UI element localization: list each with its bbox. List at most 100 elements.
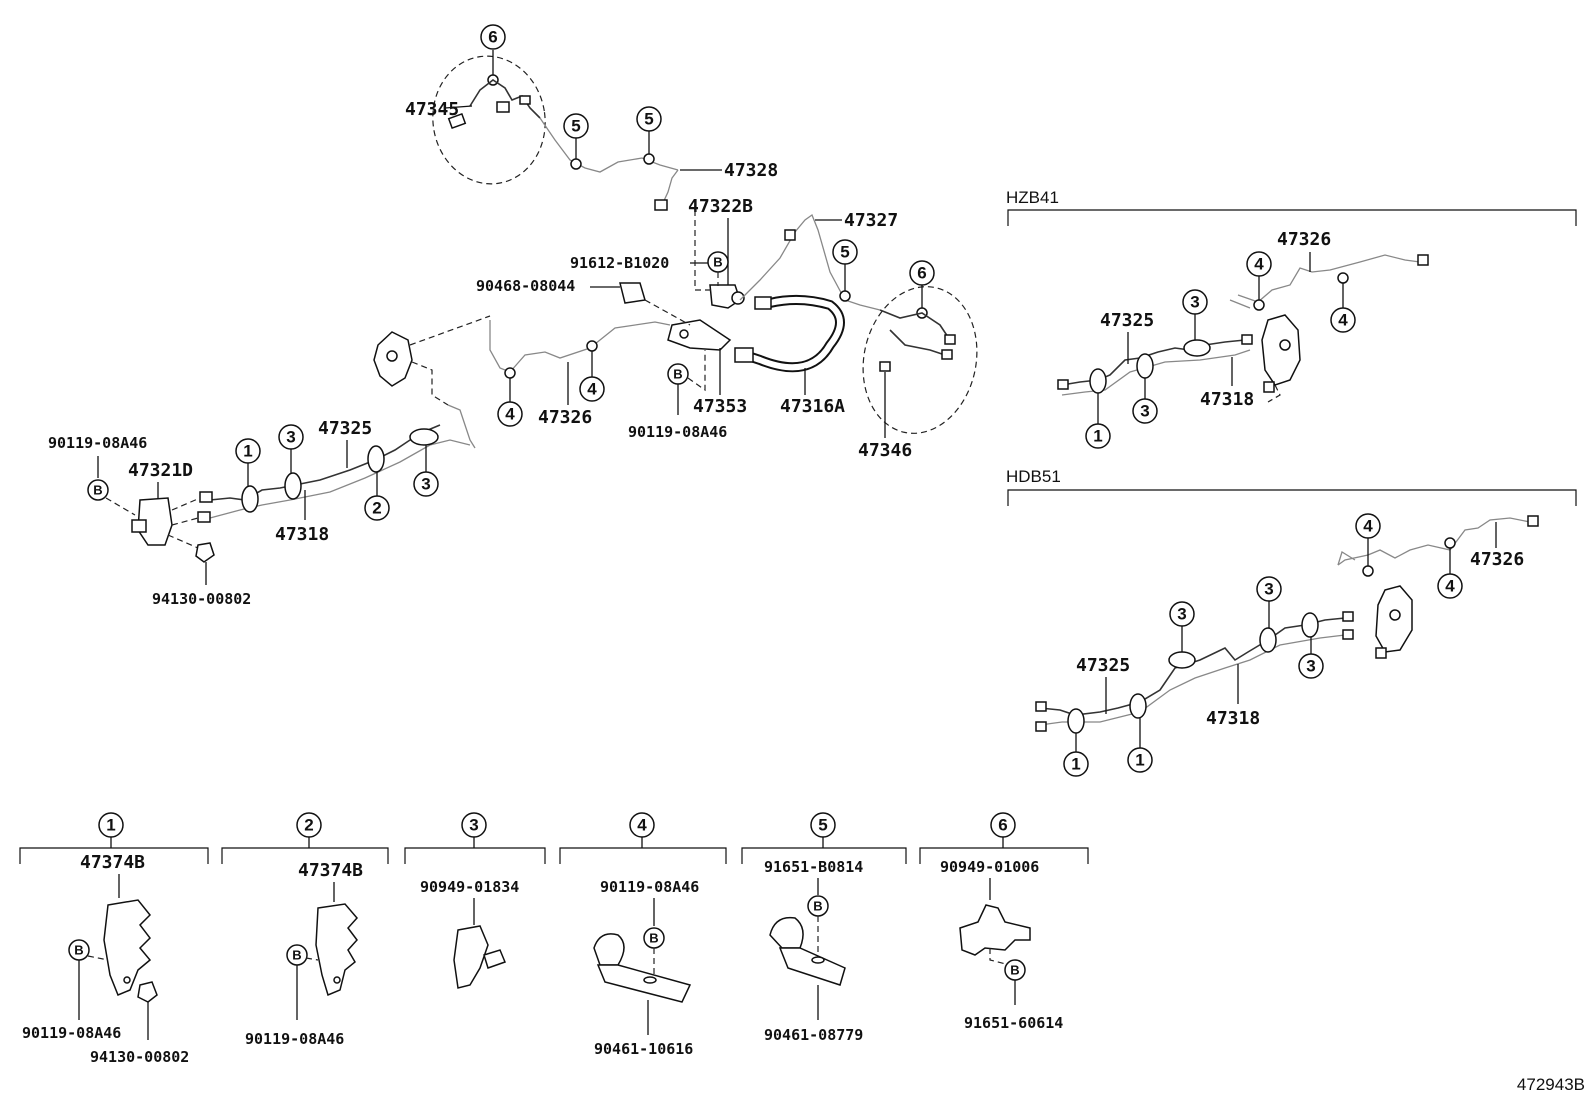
- svg-text:B: B: [813, 899, 822, 914]
- hdb51-label-47325: 47325: [1076, 655, 1130, 676]
- label-90468-08044: 90468-08044: [476, 277, 575, 295]
- hdb51-label-47318: 47318: [1206, 708, 1260, 729]
- callout-5-a: 5: [563, 113, 589, 170]
- detail-3: 3 90949-01834: [404, 812, 546, 989]
- svg-text:B: B: [1010, 963, 1019, 978]
- svg-text:B: B: [74, 943, 83, 958]
- callout-3-main-a: 3: [278, 424, 304, 473]
- detail-5-label-90461-08779: 90461-08779: [764, 1026, 863, 1044]
- svg-text:3: 3: [421, 475, 430, 494]
- main-assembly: 6 47345 5 5 47328 47322B: [48, 24, 978, 608]
- hdb51-callout-3-c: 3: [1298, 637, 1324, 679]
- hdb51-callout-1-a: 1: [1063, 733, 1089, 777]
- callout-5-c: 5: [832, 239, 858, 302]
- label-47316A: 47316A: [780, 396, 845, 417]
- svg-text:5: 5: [644, 110, 653, 129]
- hzb41-label-47325: 47325: [1100, 310, 1154, 331]
- detail-2: 2 47374B B 90119-08A46: [221, 812, 389, 1048]
- hzb41-callout-4-a: 4: [1246, 251, 1272, 311]
- hdb51-callout-3-a: 3: [1169, 601, 1195, 652]
- label-47325-main: 47325: [318, 418, 372, 439]
- detail-1-label-90119-08A46: 90119-08A46: [22, 1024, 121, 1042]
- detail-6: 6 90949-01006 B 91651-60614: [919, 812, 1089, 1032]
- detail-1: 1 47374B B 90119-08A46 94130-00802: [19, 812, 209, 1066]
- svg-text:3: 3: [469, 816, 478, 835]
- callout-4-b: 4: [579, 340, 605, 402]
- svg-text:3: 3: [1190, 293, 1199, 312]
- svg-text:1: 1: [243, 442, 252, 461]
- label-47346: 47346: [858, 440, 912, 461]
- svg-text:4: 4: [1363, 517, 1373, 536]
- svg-text:B: B: [673, 367, 682, 382]
- svg-text:2: 2: [372, 499, 381, 518]
- label-47353: 47353: [693, 396, 747, 417]
- svg-text:3: 3: [1140, 402, 1149, 421]
- label-47318-main: 47318: [275, 524, 329, 545]
- callout-5-b: 5: [636, 106, 662, 165]
- hdb51-callout-1-b: 1: [1127, 718, 1153, 773]
- svg-text:3: 3: [286, 428, 295, 447]
- svg-text:1: 1: [1093, 427, 1102, 446]
- label-90119-08A46-mid: 90119-08A46: [628, 423, 727, 441]
- section-label-hzb41: HZB41: [1006, 188, 1059, 207]
- detail-5-label-91651-B0814: 91651-B0814: [764, 858, 863, 876]
- detail-4-label-90461-10616: 90461-10616: [594, 1040, 693, 1058]
- hzb41-callout-4-b: 4: [1330, 272, 1356, 333]
- label-94130-00802: 94130-00802: [152, 590, 251, 608]
- hdb51-label-47326: 47326: [1470, 549, 1524, 570]
- label-47326-main: 47326: [538, 407, 592, 428]
- hdb51-callout-4-b: 4: [1437, 537, 1463, 599]
- detail-1-label-94130-00802: 94130-00802: [90, 1048, 189, 1066]
- detail-2-label-90119-08A46: 90119-08A46: [245, 1030, 344, 1048]
- detail-2-label-47374B: 47374B: [298, 860, 363, 881]
- hzb41-callout-1: 1: [1085, 393, 1111, 449]
- svg-text:B: B: [713, 255, 722, 270]
- svg-text:3: 3: [1177, 605, 1186, 624]
- svg-text:1: 1: [1071, 755, 1080, 774]
- svg-text:3: 3: [1264, 580, 1273, 599]
- hzb41-label-47326: 47326: [1277, 229, 1331, 250]
- detail-6-label-91651-60614: 91651-60614: [964, 1014, 1063, 1032]
- svg-text:5: 5: [818, 816, 827, 835]
- section-hzb41: HZB41 47326 4 4 1: [1006, 188, 1577, 449]
- detail-6-label-90949-01006: 90949-01006: [940, 858, 1039, 876]
- left-wheel-area: [432, 55, 546, 185]
- label-47322B: 47322B: [688, 196, 753, 217]
- detail-4: 4 90119-08A46 B 90461-10616: [559, 812, 727, 1058]
- svg-text:1: 1: [1135, 751, 1144, 770]
- diagram-id: 472943B: [1517, 1075, 1585, 1094]
- svg-text:4: 4: [587, 380, 597, 399]
- detail-5: 5 91651-B0814 B 90461-08779: [741, 812, 907, 1044]
- svg-text:4: 4: [637, 816, 647, 835]
- svg-text:B: B: [292, 948, 301, 963]
- hdb51-callout-4-a: 4: [1355, 513, 1381, 577]
- label-47321D: 47321D: [128, 460, 193, 481]
- svg-text:4: 4: [1338, 311, 1348, 330]
- svg-text:6: 6: [998, 816, 1007, 835]
- right-wheel-area: [862, 286, 978, 434]
- svg-text:4: 4: [505, 405, 515, 424]
- label-47345: 47345: [405, 99, 459, 120]
- svg-text:B: B: [649, 931, 658, 946]
- hzb41-callout-3-b: 3: [1182, 289, 1208, 340]
- section-label-hdb51: HDB51: [1006, 467, 1061, 486]
- callout-1-main: 1: [235, 438, 261, 486]
- svg-text:6: 6: [917, 264, 926, 283]
- label-47327: 47327: [844, 210, 898, 231]
- detail-4-label-90119-08A46: 90119-08A46: [600, 878, 699, 896]
- section-hdb51: HDB51 4 4 47326: [1006, 467, 1577, 777]
- svg-text:B: B: [93, 483, 102, 498]
- detail-3-label-90949-01834: 90949-01834: [420, 878, 519, 896]
- callout-6-right: 6: [909, 260, 935, 319]
- detail-1-label-47374B: 47374B: [80, 852, 145, 873]
- hdb51-callout-3-b: 3: [1256, 576, 1282, 628]
- callout-6-label: 6: [488, 28, 497, 47]
- svg-text:5: 5: [840, 243, 849, 262]
- svg-text:5: 5: [571, 117, 580, 136]
- hzb41-callout-3-a: 3: [1132, 378, 1158, 424]
- callout-2-main: 2: [364, 472, 390, 521]
- detail-parts: 1 47374B B 90119-08A46 94130-00802 2 473…: [19, 812, 1089, 1066]
- svg-text:2: 2: [304, 816, 313, 835]
- label-91612-B1020: 91612-B1020: [570, 254, 669, 272]
